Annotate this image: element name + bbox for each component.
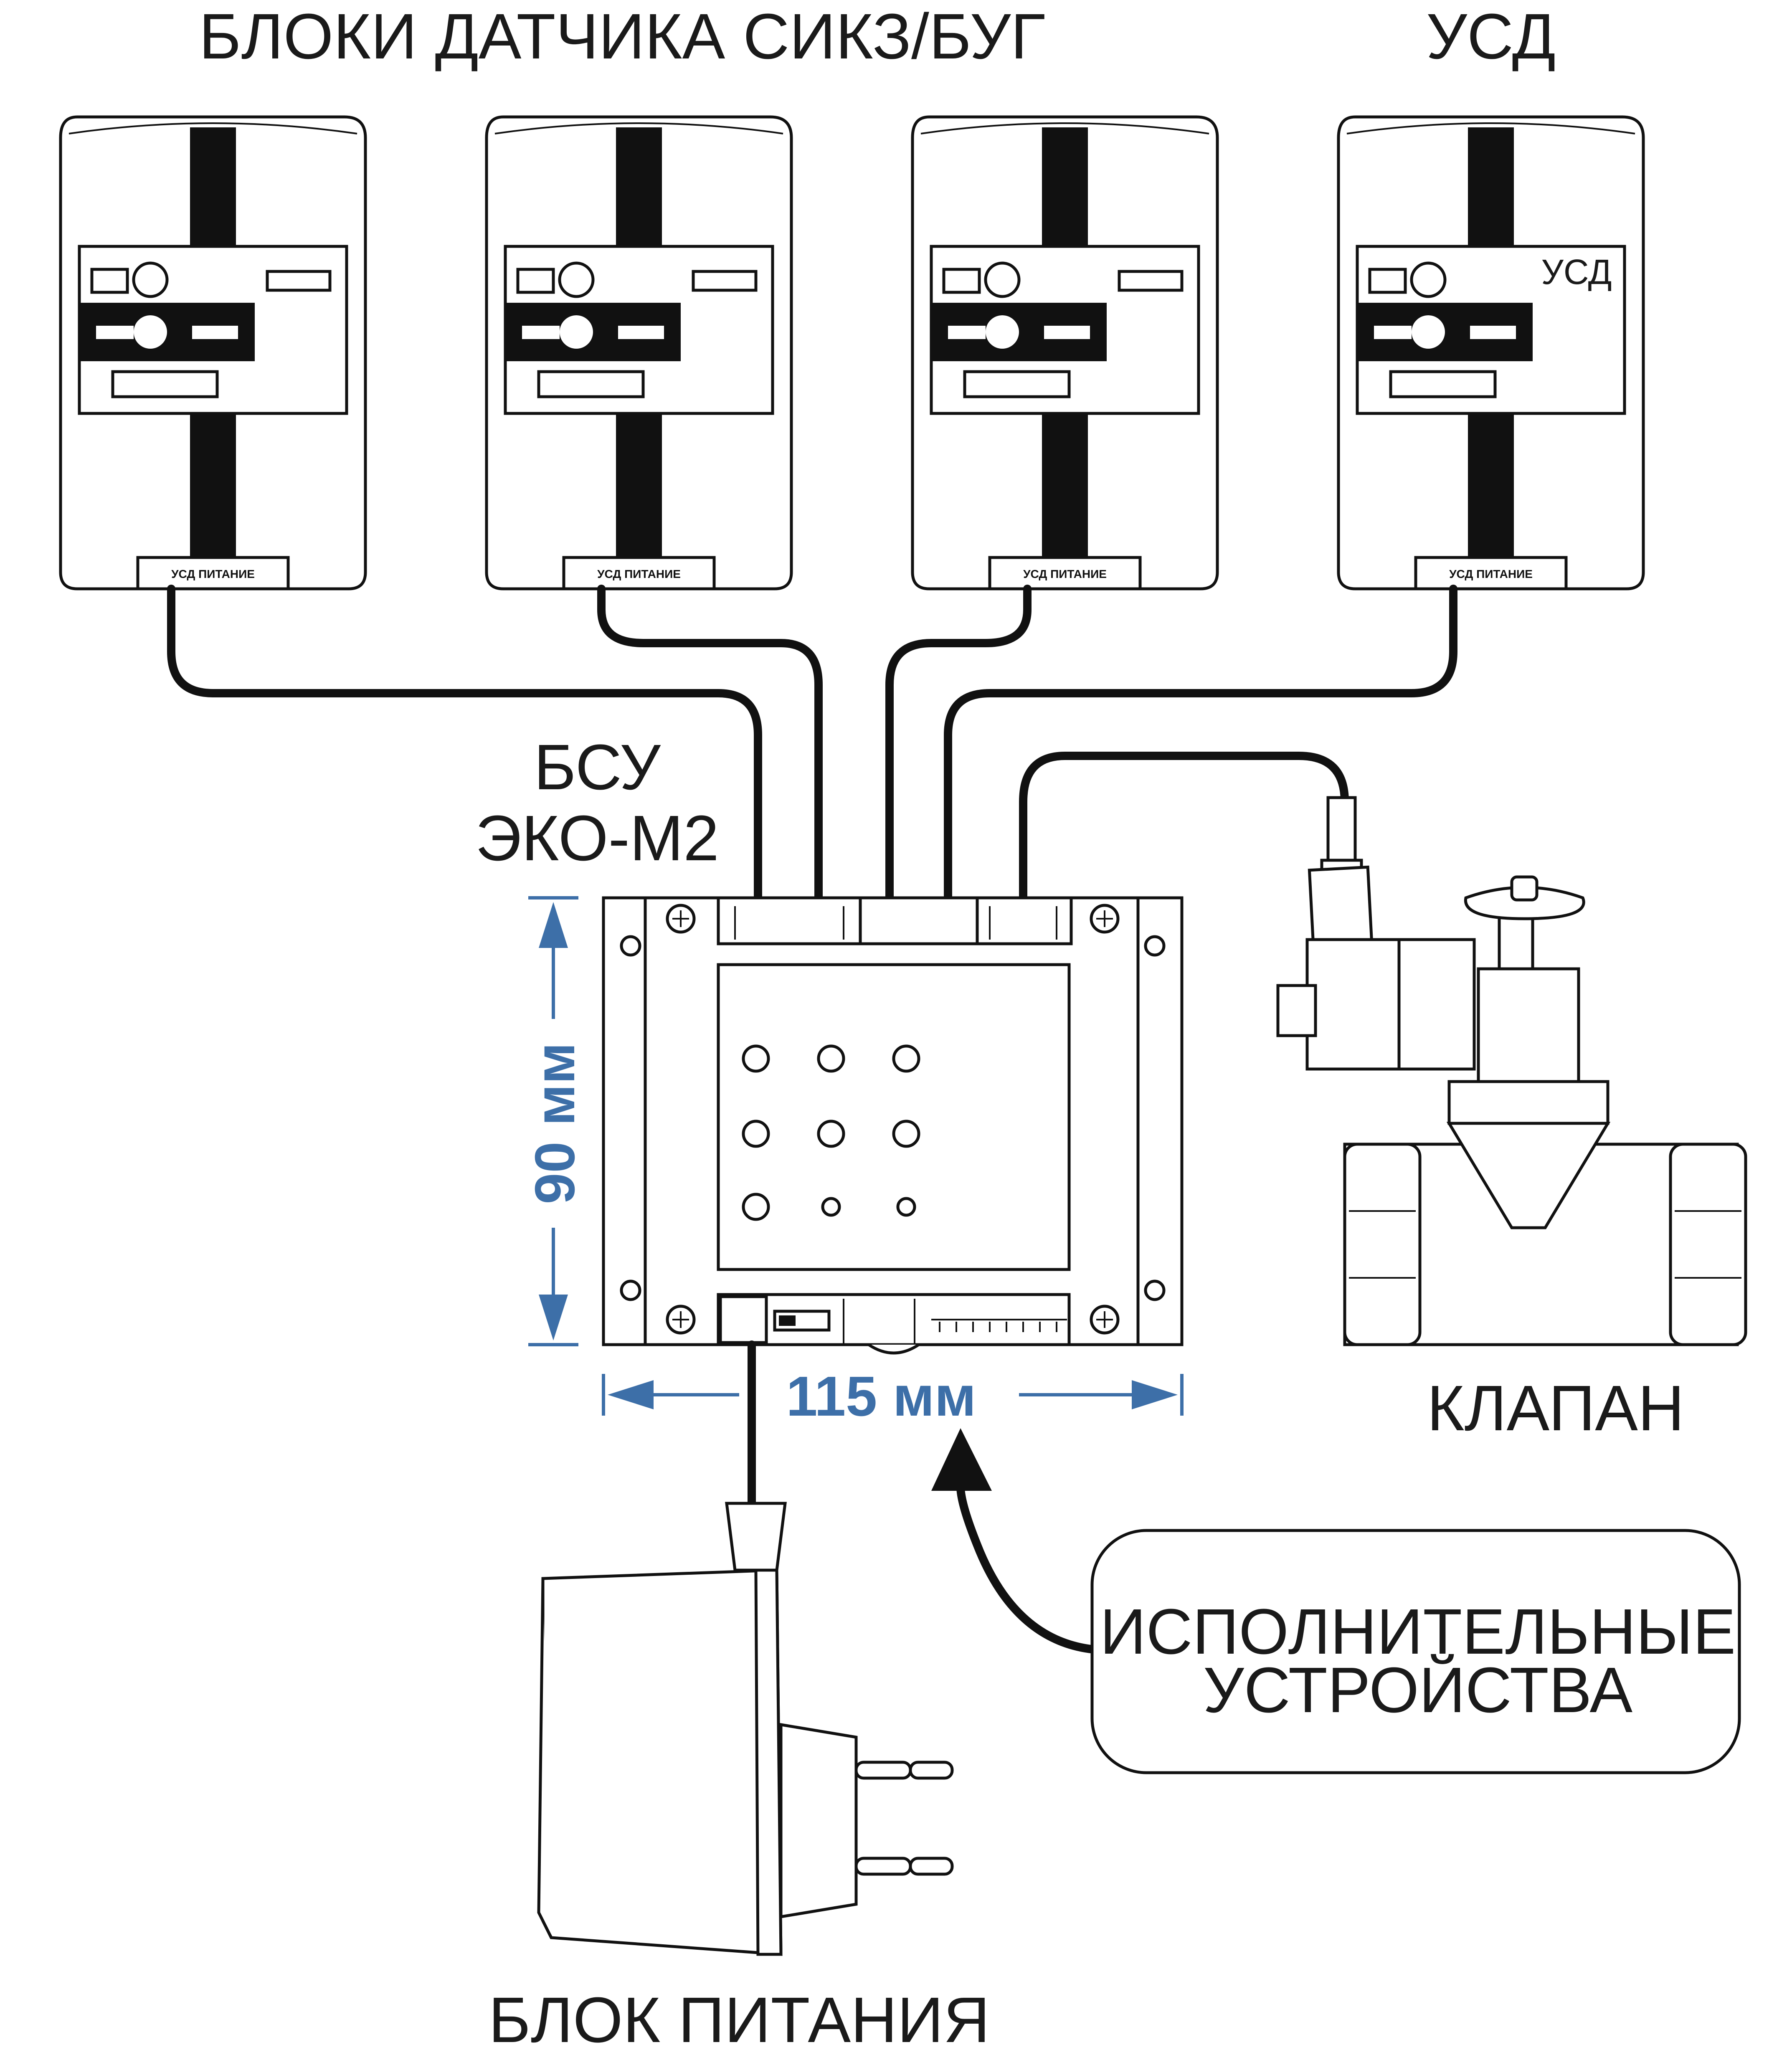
screw [666,1305,696,1335]
screw [1090,904,1120,934]
usd-unit: УСД УСД ПИТАНИЕ [1337,115,1645,590]
usd-title: УСД [1426,0,1556,72]
valve-label: КЛАПАН [1427,1372,1684,1444]
cable-valve [1019,752,1349,906]
sensor-unit-2: УСД ПИТАНИЕ [485,115,793,590]
bsu-label-line1: БСУ [534,731,661,803]
valve [1276,796,1747,1346]
sensor-unit-1: УСД ПИТАНИЕ [59,115,367,590]
actuators-label-line1: ИСПОЛНИТЕЛЬНЫЕ [1100,1596,1736,1667]
terminal-label: УСД ПИТАНИЕ [1449,568,1533,580]
dimension-height-label: 90 мм [523,1042,586,1204]
controller-bsu [602,896,1184,1355]
dimension-width-label: 115 мм [786,1365,976,1428]
screw [666,904,696,934]
terminal-label: УСД ПИТАНИЕ [1023,568,1107,580]
power-supply-label: БЛОК ПИТАНИЯ [489,1984,990,2056]
cable-usd [944,585,1457,906]
sensor-unit-3: УСД ПИТАНИЕ [911,115,1219,590]
actuators-label-line2: УСТРОЙСТВА [1203,1654,1633,1726]
cable-sensor-1 [167,585,762,906]
actuators-box [1090,1529,1741,1774]
cable-sensor-3 [885,585,1032,906]
cable-sensor-2 [597,585,823,906]
sensor-blocks-title: БЛОКИ ДАТЧИКА СИКЗ/БУГ [199,0,1045,72]
screw [1090,1305,1120,1335]
actuators-pointer [956,1482,1098,1654]
power-adapter [537,1502,954,1956]
terminal-label: УСД ПИТАНИЕ [171,568,255,580]
usd-badge: УСД [1541,252,1612,291]
bsu-label-line2: ЭКО-М2 [475,802,719,874]
dimension-width [602,1374,1184,1416]
arrowhead [931,1428,992,1491]
dimension-height [528,896,578,1346]
terminal-label: УСД ПИТАНИЕ [597,568,681,580]
